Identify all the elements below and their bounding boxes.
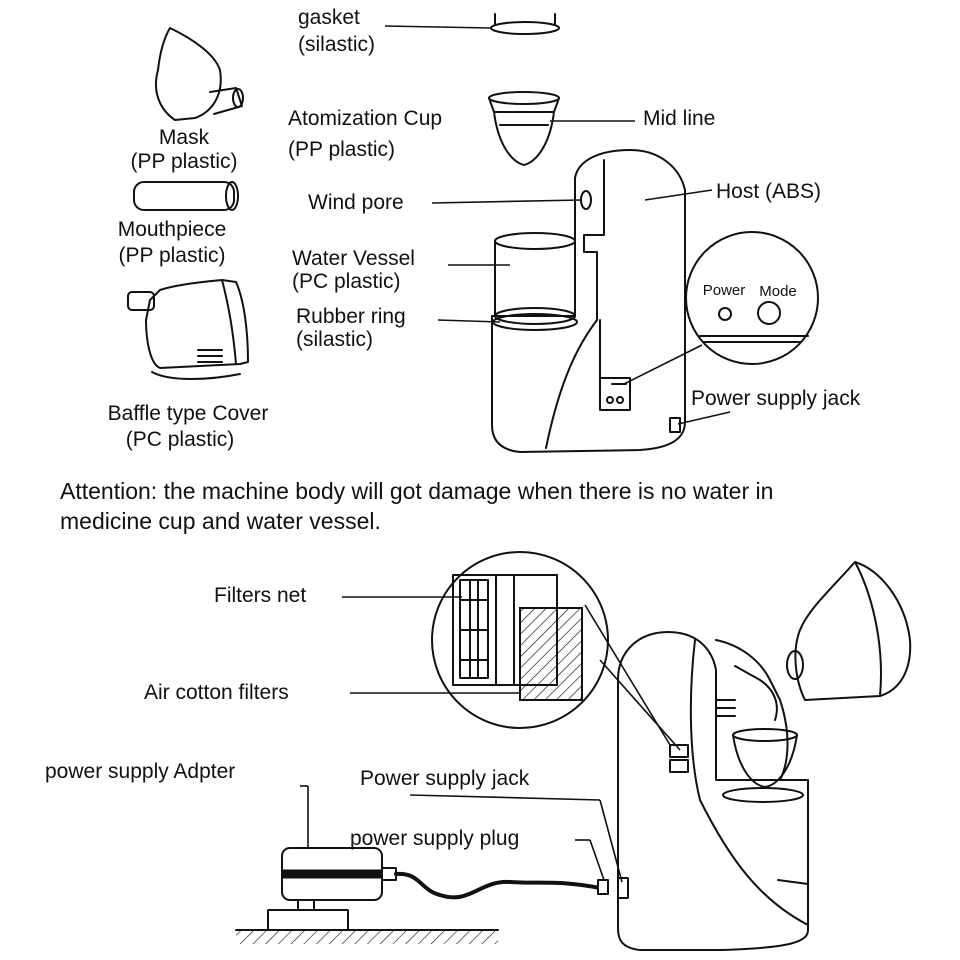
- mouthpiece-drawing: [133, 181, 239, 211]
- label-mid-line: Mid line: [643, 107, 715, 130]
- attached-mask-drawing: [786, 561, 912, 701]
- assembled-machine-drawing: [617, 631, 809, 951]
- label-power-supply-jack-top: Power supply jack: [691, 387, 861, 410]
- label-mouthpiece: Mouthpiece: [118, 218, 227, 241]
- label-atomization-cup: Atomization Cup: [288, 107, 442, 130]
- attention-line-2: medicine cup and water vessel.: [60, 508, 381, 534]
- label-mask: Mask: [159, 126, 210, 149]
- power-adapter-drawing: [235, 847, 609, 944]
- label-power-supply-jack-bottom: Power supply jack: [360, 767, 530, 790]
- label-wind-pore: Wind pore: [308, 191, 404, 214]
- label-mode-button: Mode: [759, 283, 797, 300]
- label-baffle-cover-material: (PC plastic): [126, 428, 235, 451]
- filter-callout-drawing: [431, 551, 681, 751]
- label-rubber-ring-material: (silastic): [296, 328, 373, 351]
- mode-button-icon: [757, 301, 781, 325]
- label-water-vessel-material: (PC plastic): [292, 270, 401, 293]
- water-vessel-drawing: [492, 232, 578, 331]
- label-baffle-cover: Baffle type Cover: [108, 402, 269, 425]
- label-gasket: gasket: [298, 6, 360, 29]
- attention-line-1: Attention: the machine body will got dam…: [60, 478, 773, 504]
- power-button-icon: [718, 307, 732, 321]
- label-water-vessel: Water Vessel: [292, 247, 415, 270]
- host-body-drawing: [491, 149, 686, 453]
- label-power-button: Power: [703, 282, 746, 299]
- label-mouthpiece-material: (PP plastic): [119, 244, 226, 267]
- gasket-drawing: [490, 13, 560, 35]
- mask-drawing: [155, 27, 244, 121]
- label-power-adapter: power supply Adpter: [45, 760, 235, 783]
- baffle-cover-drawing: [127, 279, 249, 380]
- control-panel-callout: [623, 231, 819, 385]
- label-power-supply-plug: power supply plug: [350, 827, 519, 850]
- label-atomization-cup-material: (PP plastic): [288, 138, 395, 161]
- label-filters-net: Filters net: [214, 584, 306, 607]
- label-mask-material: (PP plastic): [131, 150, 238, 173]
- label-gasket-material: (silastic): [298, 33, 375, 56]
- label-air-cotton-filters: Air cotton filters: [144, 681, 289, 704]
- label-host: Host (ABS): [716, 180, 821, 203]
- label-rubber-ring: Rubber ring: [296, 305, 406, 328]
- atomization-cup-drawing: [488, 91, 560, 166]
